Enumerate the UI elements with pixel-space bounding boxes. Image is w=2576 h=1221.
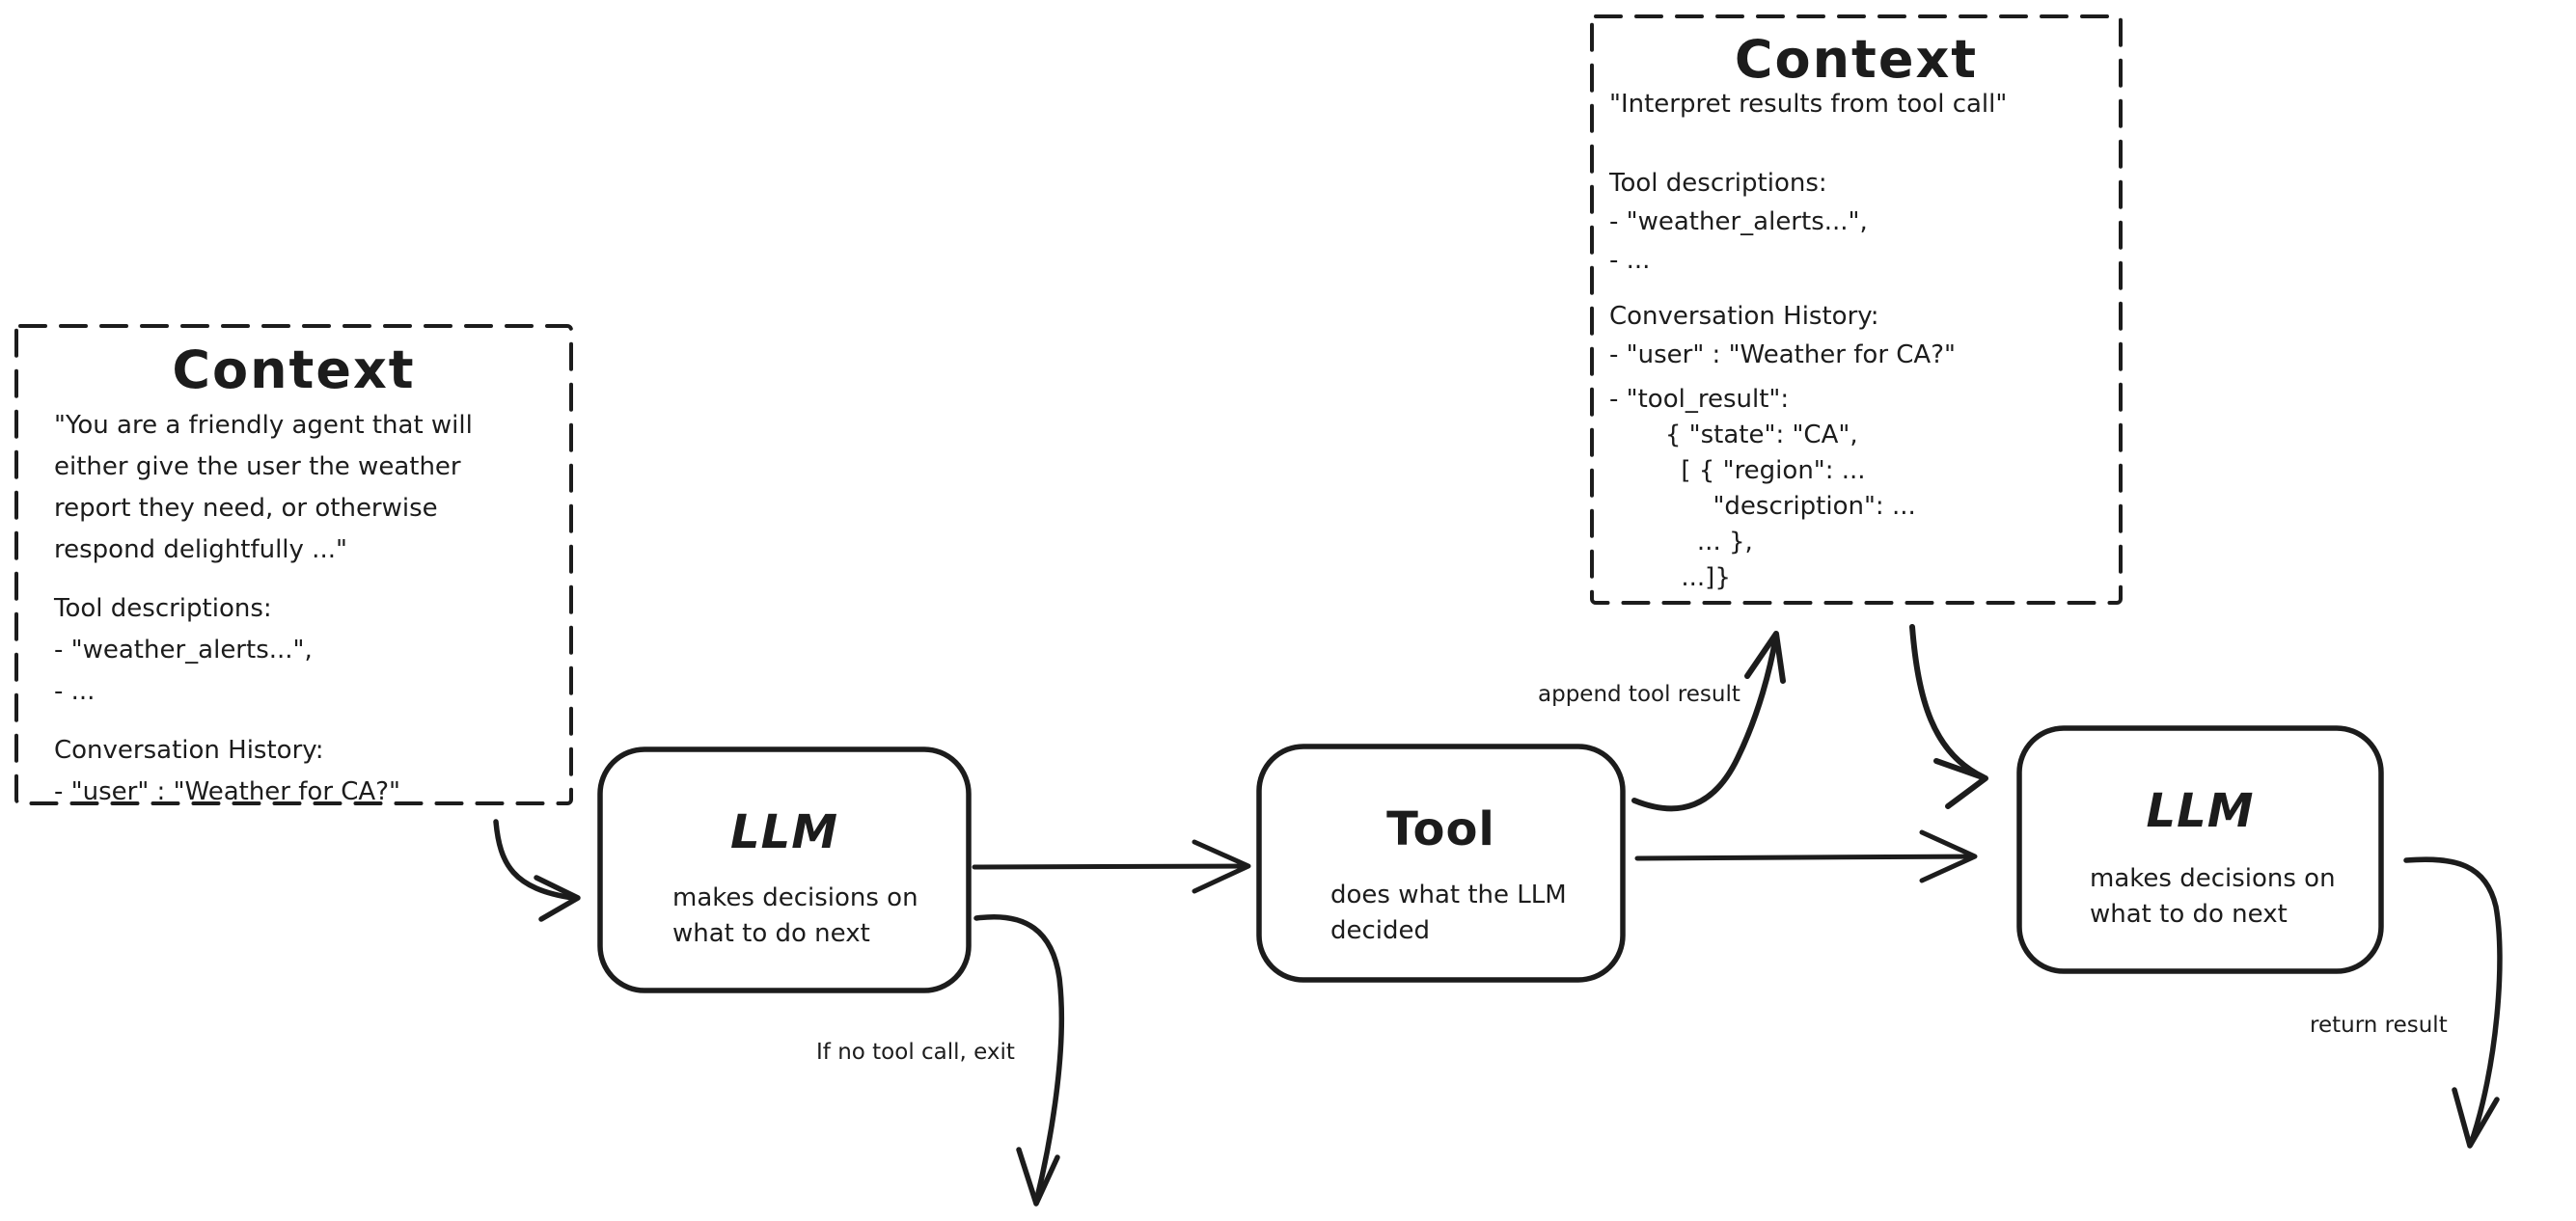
context-initial-title: Context	[172, 339, 416, 400]
arrow-llm1-exit	[973, 914, 1065, 1207]
llm-node-1-description: makes decisions on what to do next	[672, 883, 918, 948]
context-after-tool-conversation-history: Conversation History: - "user" : "Weathe…	[1609, 302, 1956, 369]
llm-node-1-box	[597, 746, 972, 993]
llm-node-2-description: makes decisions on what to do next	[2090, 864, 2336, 929]
arrow-llm1-to-tool	[972, 839, 1251, 894]
context-after-tool-tool-descriptions: Tool descriptions: - "weather_alerts..."…	[1609, 169, 1868, 275]
context-after-tool-system-prompt: "Interpret results from tool call"	[1609, 90, 2008, 119]
arrow-context-to-llm2	[1909, 624, 1988, 809]
context-after-tool-title: Context	[1734, 29, 1979, 90]
llm-node-2-title: LLM	[2146, 784, 2255, 838]
arrow-tool-to-llm2	[1634, 829, 1978, 883]
llm-node-1-title: LLM	[730, 805, 838, 859]
no-tool-call-exit-label: If no tool call, exit	[816, 1040, 1015, 1065]
tool-node-title: Tool	[1386, 802, 1495, 856]
context-initial-system-prompt: "You are a friendly agent that will eith…	[54, 411, 473, 564]
context-initial-conversation-history: Conversation History: - "user" : "Weathe…	[54, 736, 400, 806]
arrow-tool-to-context	[1631, 631, 1786, 812]
context-initial-tool-descriptions: Tool descriptions: - "weather_alerts..."…	[54, 594, 313, 706]
return-result-label: return result	[2310, 1013, 2448, 1038]
arrow-context-to-llm1	[493, 819, 581, 922]
context-initial-body: "You are a friendly agent that will eith…	[54, 405, 556, 813]
llm-node-2-box	[2016, 725, 2384, 974]
tool-node-box	[1256, 744, 1626, 983]
context-after-tool-box	[1590, 14, 2123, 605]
context-initial-box	[14, 324, 573, 805]
append-tool-result-label: append tool result	[1538, 682, 1740, 707]
context-after-tool-body: "Interpret results from tool call" Tool …	[1609, 85, 2103, 596]
context-after-tool-tool-result: - "tool_result": { "state": "CA", [ { "r…	[1609, 385, 1916, 592]
tool-node-description: does what the LLM decided	[1330, 881, 1567, 945]
arrow-llm2-return	[2403, 856, 2503, 1149]
